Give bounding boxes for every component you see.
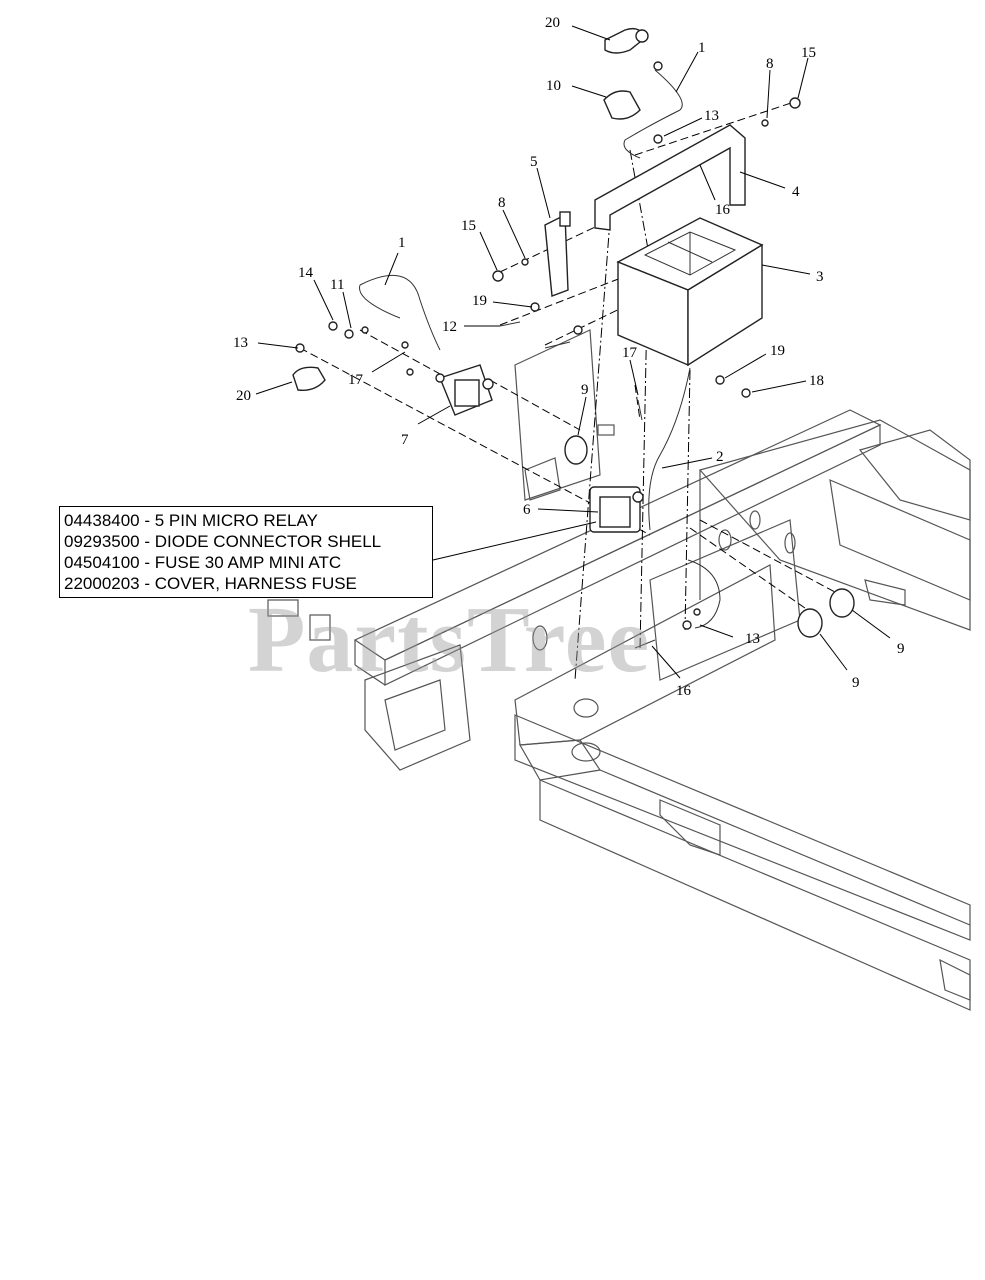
- part-side-bracket: [544, 211, 571, 297]
- callout-14: 14: [298, 265, 314, 281]
- part-number-legend: 04438400 - 5 PIN MICRO RELAY 09293500 - …: [59, 506, 433, 598]
- callout-10: 10: [546, 78, 561, 94]
- callout-5: 5: [530, 154, 538, 170]
- part-battery: [616, 217, 764, 367]
- legend-line-relay: 04438400 - 5 PIN MICRO RELAY: [64, 511, 318, 530]
- callout-17-left: 17: [348, 372, 364, 388]
- callout-18: 18: [809, 373, 824, 389]
- callout-9-right-upper: 9: [897, 641, 905, 657]
- part-battery-hold-down-bracket: [594, 124, 746, 231]
- partstree-watermark: PartsTree: [248, 588, 651, 692]
- legend-line-fuse: 04504100 - FUSE 30 AMP MINI ATC: [64, 553, 342, 572]
- part-fasteners: [295, 97, 801, 649]
- callout-12: 12: [442, 319, 457, 335]
- callout-9-right-lower: 9: [852, 675, 860, 691]
- callout-2: 2: [716, 449, 724, 465]
- part-relay-module: [589, 486, 644, 533]
- assembly-lines: [299, 99, 851, 681]
- callout-15-right: 15: [801, 45, 816, 61]
- callout-16-bottom: 16: [676, 683, 692, 699]
- callout-labels: 20 1 8 15 10 13 5 4 16 8 15 1 3 14 11 19…: [233, 15, 905, 699]
- part-grommets: [564, 435, 855, 638]
- callout-13-top: 13: [704, 108, 719, 124]
- legend-line-fuse-cover: 22000203 - COVER, HARNESS FUSE: [64, 574, 357, 593]
- callout-1-top: 1: [698, 40, 706, 56]
- part-cable-left: [359, 274, 441, 351]
- part-cable-top: [623, 61, 683, 159]
- callout-16-top: 16: [715, 202, 731, 218]
- part-ground-cable: [648, 367, 721, 629]
- callout-11: 11: [330, 277, 344, 293]
- callout-13-bottom: 13: [745, 631, 760, 647]
- callout-20-top: 20: [545, 15, 560, 31]
- callout-3: 3: [816, 269, 824, 285]
- callout-7: 7: [401, 432, 409, 448]
- callout-13-left: 13: [233, 335, 248, 351]
- legend-line-diode-shell: 09293500 - DIODE CONNECTOR SHELL: [64, 532, 382, 551]
- callout-9-mid: 9: [581, 382, 589, 398]
- callout-1-left: 1: [398, 235, 406, 251]
- callout-19-right: 19: [770, 343, 785, 359]
- leader-lines: [255, 25, 891, 679]
- callout-4: 4: [792, 184, 800, 200]
- callout-20-left: 20: [236, 388, 251, 404]
- callout-8-left: 8: [498, 195, 506, 211]
- part-solenoid: [435, 364, 494, 416]
- callout-19-left: 19: [472, 293, 487, 309]
- callout-6: 6: [523, 502, 531, 518]
- callout-15-left: 15: [461, 218, 476, 234]
- callout-17-mid: 17: [622, 345, 638, 361]
- callout-8-right: 8: [766, 56, 774, 72]
- part-terminal-boots: [292, 27, 649, 391]
